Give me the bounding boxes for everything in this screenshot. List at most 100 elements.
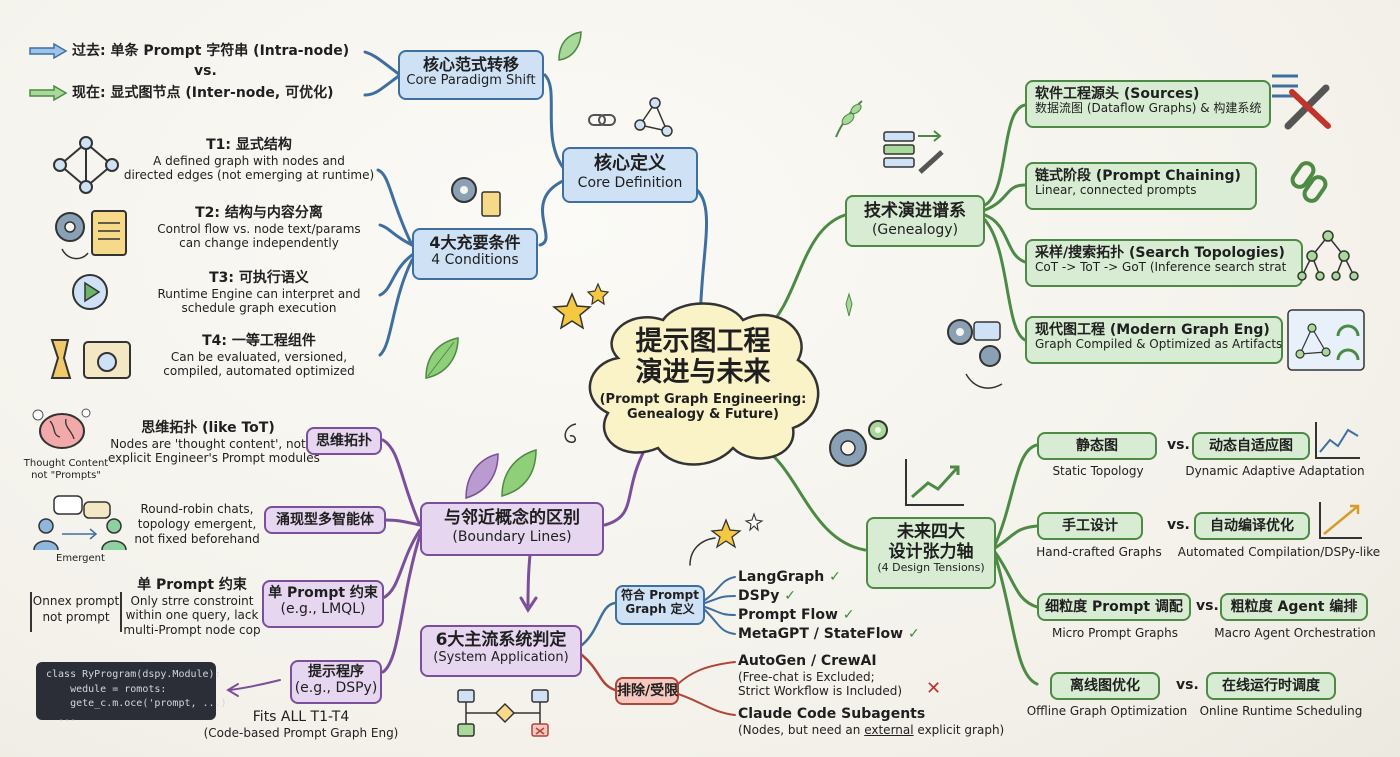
t1-desc2: directed edges (not emerging at runtime) [123,168,375,183]
tension-2-vs: vs. [1167,517,1190,533]
tension-4-vs: vs. [1176,677,1199,693]
dashboard-graph-icon [1287,309,1365,371]
center-title-2: 演进与未来 [635,357,771,389]
code-line-4: ... [46,712,77,724]
single-label1: 单 Prompt 约束 [268,585,378,601]
systems-cn: 6大主流系统判定 [435,630,567,650]
rising-chart-icon [905,459,964,506]
promptflow-label: Prompt Flow [738,607,838,623]
exclude-claude: Claude Code Subagents (Nodes, but need a… [738,706,1004,737]
tensions-node: 未来四大 设计张力轴 (4 Design Tensions) [866,517,996,589]
t3-desc2: schedule graph execution [181,301,337,316]
center-subtitle-1: (Prompt Graph Engineering: [599,392,807,408]
tree-topology-icon [1297,230,1359,281]
leaf-icon [558,31,582,61]
leaves-pair-icon [465,448,537,500]
program-fits: Fits ALL T1-T4 (Code-based Prompt Graph … [196,709,406,740]
thought-caption-1: Thought Content [23,458,109,469]
genealogy-en: (Genealogy) [871,221,959,238]
genealogy-sources: 软件工程源头 (Sources) 数据流图 (Dataflow Graphs) … [1025,80,1271,128]
chaining-title: 链式阶段 (Prompt Chaining) [1035,168,1241,184]
tensions-l2: 设计张力轴 [888,541,974,562]
thought-desc1: Nodes are 'thought content', not [110,436,306,451]
gear-doc-small-icon [451,177,501,217]
graph-structure-icon [53,136,119,194]
conform-dspy: DSPy ✓ [738,588,796,605]
tension-4-left: 离线图优化 [1050,672,1160,700]
tensions-l3: (4 Design Tensions) [877,561,985,575]
boundary-thought-label: 思维拓扑 [306,427,382,455]
boundary-node: 与邻近概念的区别 (Boundary Lines) [420,502,604,556]
chaining-desc: Linear, connected prompts [1035,183,1197,198]
condition-t2: T2: 结构与内容分离 Control flow vs. node text/p… [140,205,378,251]
stars-icon [552,282,610,330]
paradigm-vs: vs. [194,63,217,79]
emergent-icon-caption: Emergent [56,553,105,564]
thought-title: 思维拓扑 (like ToT) [141,420,275,436]
bracket-prompt: Onnex prompt not prompt [30,592,122,632]
program-label2: (e.g., DSPy) [294,680,378,697]
bracket-line2: not prompt [42,609,110,624]
tension-1-left-en: Static Topology [1052,464,1144,478]
tension-3-vs: vs. [1196,598,1219,614]
leaf-green-icon [425,337,459,379]
tension-1-right-en: Dynamic Adaptive Adaptation [1185,464,1365,478]
claude-label: Claude Code Subagents [738,706,926,722]
center-node: 提示图工程 演进与未来 (Prompt Graph Engineering: G… [585,326,821,422]
boundary-en: (Boundary Lines) [452,528,572,545]
single-desc2: within one query, lack [125,608,259,623]
paradigm-now: 现在: 显式图节点 (Inter-node, 可优化) [72,85,334,101]
sources-title: 软件工程源头 (Sources) [1035,86,1200,102]
fits-line1: Fits ALL T1-T4 [252,709,350,725]
core-def-cn: 核心定义 [594,153,666,174]
t2-title: T2: 结构与内容分离 [195,205,323,221]
single-title: 单 Prompt 约束 [137,577,247,593]
t1-title: T1: 显式结构 [206,137,292,153]
core-def-en: Core Definition [577,174,683,191]
bracket-line1: Onnex prompt [32,594,120,608]
tension-2-left-en: Hand-crafted Graphs [1036,545,1162,559]
single-desc1: Only strre constroint [130,593,254,608]
boundary-thought-desc: 思维拓扑 (like ToT) Nodes are 'thought conte… [108,420,320,466]
code-line-1: class RyProgram(dspy.Module): [46,669,221,680]
conform-langgraph: LangGraph ✓ [738,569,841,586]
claude-desc-underlined: external [864,722,914,737]
center-title-1: 提示图工程 [635,326,771,357]
thought-icon-caption: Thought Content not "Prompts" [14,458,118,482]
workflow-icon [457,689,549,737]
boundary-emergent-desc: Round-robin chats, topology emergent, no… [126,502,268,547]
paradigm-cn: 核心范式转移 [422,55,519,74]
dspy-label: DSPy [738,588,780,604]
t4-desc1: Can be evaluated, versioned, [170,349,348,364]
play-icon [72,274,108,310]
genealogy-node: 技术演进谱系 (Genealogy) [845,195,985,247]
genealogy-search: 采样/搜索拓扑 (Search Topologies) CoT -> ToT -… [1025,239,1303,287]
tension-3-right: 粗粒度 Agent 编排 [1220,593,1368,621]
emergent-desc2: topology emergent, [137,517,257,531]
exclude-autogen: AutoGen / CrewAI (Free-chat is Excluded;… [738,653,902,699]
tension-4-left-en: Offline Graph Optimization [1026,704,1188,718]
t1-desc1: A defined graph with nodes and [153,153,345,168]
gear-document-icon [55,210,127,260]
conditions-en: 4 Conditions [431,252,519,269]
gears-flow-icon [947,319,1003,389]
tension-4-right-en: Online Runtime Scheduling [1199,704,1363,718]
sparkle-icon [845,292,853,317]
t4-title: T4: 一等工程组件 [202,333,316,349]
check-icon: ✓ [784,588,796,604]
t3-desc1: Runtime Engine can interpret and [157,286,361,301]
t2-desc2: can change independently [179,236,339,251]
center-cloud-shape [588,302,820,466]
wrench-screwdriver-icon [1272,74,1331,130]
condition-t1: T1: 显式结构 A defined graph with nodes and … [120,137,378,183]
conform-promptflow: Prompt Flow ✓ [738,607,854,624]
search-desc: CoT -> ToT -> GoT (Inference search stra… [1035,260,1287,275]
chat-agents-icon [33,495,127,551]
tension-1-left: 静态图 [1037,432,1157,460]
chain-link-icon [1290,161,1328,203]
autogen-desc1: (Free-chat is Excluded; [738,669,875,684]
exclude-node: 排除/受限 [615,677,679,705]
autogen-label: AutoGen / CrewAI [738,653,877,669]
stars-small-icon [710,512,764,549]
